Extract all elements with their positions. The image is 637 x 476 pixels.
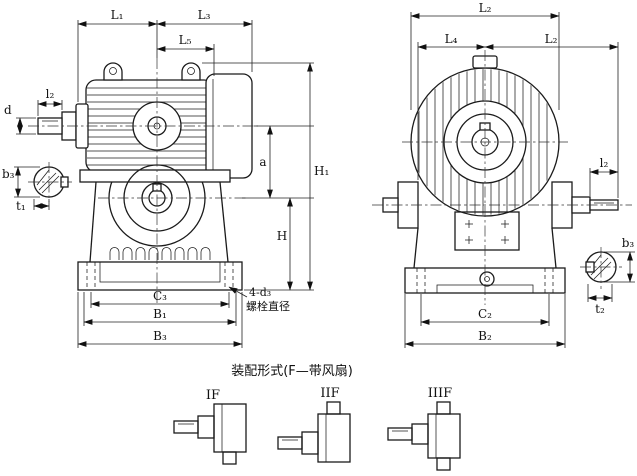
right-view-dimensions: L₂ L₄ L₂ l₂ b₃ t₂ C₂ B₂ <box>404 1 635 348</box>
left-view-body <box>28 58 258 305</box>
dim-label-b3: b₃ <box>2 167 15 181</box>
variant-2f-label: IIF <box>320 386 339 401</box>
centerlines <box>372 50 632 305</box>
lifting-lug <box>103 62 123 81</box>
dim-label-B2: B₂ <box>478 329 492 343</box>
variant-1f-label: IF <box>206 388 220 403</box>
dim-label-L1: L₁ <box>111 8 124 22</box>
dimension-lines <box>404 13 633 347</box>
dim-label-L5: L₅ <box>179 33 192 47</box>
foot-bolt-holes <box>86 262 234 290</box>
centerlines <box>28 58 258 305</box>
dim-label-l2: l₂ <box>600 156 609 170</box>
variant-3f-label: IIIF <box>428 386 452 401</box>
dim-label-t2: t₂ <box>595 302 605 316</box>
dim-label-L2-top: L₂ <box>479 1 492 15</box>
dim-label-d: d <box>4 103 12 117</box>
inspection-plate <box>454 211 520 251</box>
dim-label-b3: b₃ <box>622 236 635 250</box>
dim-label-C3: C₃ <box>153 289 167 303</box>
lifting-lug <box>181 62 201 81</box>
dim-label-t1: t₁ <box>16 199 26 213</box>
bolt-callout-line1: 4-d₃ <box>249 286 271 299</box>
variant-2f: IIF <box>277 386 351 463</box>
variants-caption: 装配形式(F—带风扇) <box>231 363 353 379</box>
bottom-ribs <box>109 247 211 260</box>
bolt-callout-line2: 螺栓直径 <box>246 299 290 313</box>
left-view: L₁ L₃ L₅ l₂ d b₃ t₁ a H₁ H C₃ B₁ B₃ 4-d₃… <box>2 8 329 348</box>
dim-label-a: a <box>259 155 266 169</box>
variant-1f: IF <box>173 388 247 465</box>
dim-label-C2: C₂ <box>478 307 492 321</box>
left-view-dimensions: L₁ L₃ L₅ l₂ d b₃ t₁ a H₁ H C₃ B₁ B₃ 4-d₃… <box>2 8 329 348</box>
right-view: L₂ L₄ L₂ l₂ b₃ t₂ C₂ B₂ <box>372 1 635 348</box>
dim-label-B1: B₁ <box>153 307 167 321</box>
right-view-body <box>372 50 632 305</box>
bolt-callout: 4-d₃ 螺栓直径 <box>228 286 290 313</box>
dim-label-L2-right: L₂ <box>545 32 558 46</box>
variant-3f: IIIF <box>387 386 461 471</box>
dimension-lines <box>15 21 313 347</box>
dim-label-H: H <box>277 229 287 243</box>
dim-label-l2: l₂ <box>46 87 55 101</box>
dim-label-B3: B₃ <box>153 329 167 343</box>
base-foot <box>77 261 243 291</box>
dim-label-L3: L₃ <box>198 8 211 22</box>
drain-plug <box>479 271 495 287</box>
assembly-variants: 装配形式(F—带风扇) IF IIF IIIF <box>173 363 461 471</box>
dim-label-L4: L₄ <box>445 32 458 46</box>
plate-marks <box>465 220 509 244</box>
dim-label-H1: H₁ <box>314 164 329 178</box>
